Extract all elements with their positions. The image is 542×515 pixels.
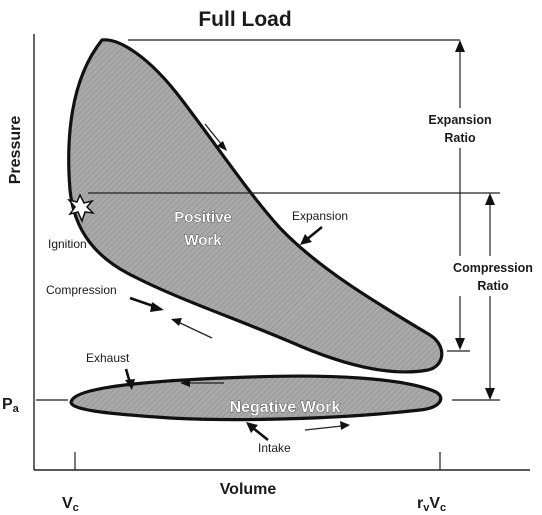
vc-tick-label: Vc bbox=[62, 495, 79, 514]
positive-work-label-2: Work bbox=[184, 232, 222, 249]
ignition-label: Ignition bbox=[48, 237, 87, 251]
expansion-ratio-label-2: Ratio bbox=[444, 131, 476, 145]
diagram-title: Full Load bbox=[198, 8, 291, 31]
ignition-spark-icon bbox=[66, 193, 96, 224]
compression-ratio-label-2: Ratio bbox=[477, 279, 509, 293]
expansion-pointer-arrow bbox=[300, 225, 323, 245]
compression-ratio-arrow-bottom bbox=[485, 388, 495, 400]
expansion-ratio-label-bg bbox=[424, 108, 496, 148]
compression-ratio-label-bg bbox=[452, 256, 534, 296]
negative-work-label: Negative Work bbox=[230, 399, 341, 416]
positive-work-loop bbox=[67, 38, 444, 374]
positive-work-label-1: Positive bbox=[174, 209, 232, 226]
compression-ratio-label-1: Compression bbox=[453, 261, 533, 275]
expansion-label: Expansion bbox=[292, 209, 348, 223]
compression-label: Compression bbox=[46, 283, 117, 297]
intake-label: Intake bbox=[258, 441, 291, 455]
expansion-ratio-arrow-top bbox=[455, 40, 465, 52]
rvvc-tick-label: rvVc bbox=[417, 495, 446, 514]
compression-ratio-arrow-top bbox=[485, 193, 495, 205]
compression-direction-arrow bbox=[171, 318, 213, 339]
pa-tick-label: Pa bbox=[2, 396, 20, 415]
expansion-ratio-arrow-bottom bbox=[455, 338, 465, 350]
exhaust-label: Exhaust bbox=[86, 351, 130, 365]
x-axis-label: Volume bbox=[220, 481, 277, 498]
expansion-direction-arrow bbox=[204, 123, 227, 151]
intake-direction-arrow bbox=[304, 421, 350, 431]
negative-work-loop bbox=[69, 374, 443, 422]
exhaust-direction-arrow bbox=[180, 379, 224, 387]
expansion-ratio-label-1: Expansion bbox=[428, 113, 491, 127]
y-axis-label: Pressure bbox=[7, 116, 24, 185]
exhaust-pointer-arrow bbox=[124, 368, 135, 390]
intake-pointer-arrow bbox=[246, 422, 269, 442]
compression-pointer-arrow bbox=[129, 296, 164, 312]
